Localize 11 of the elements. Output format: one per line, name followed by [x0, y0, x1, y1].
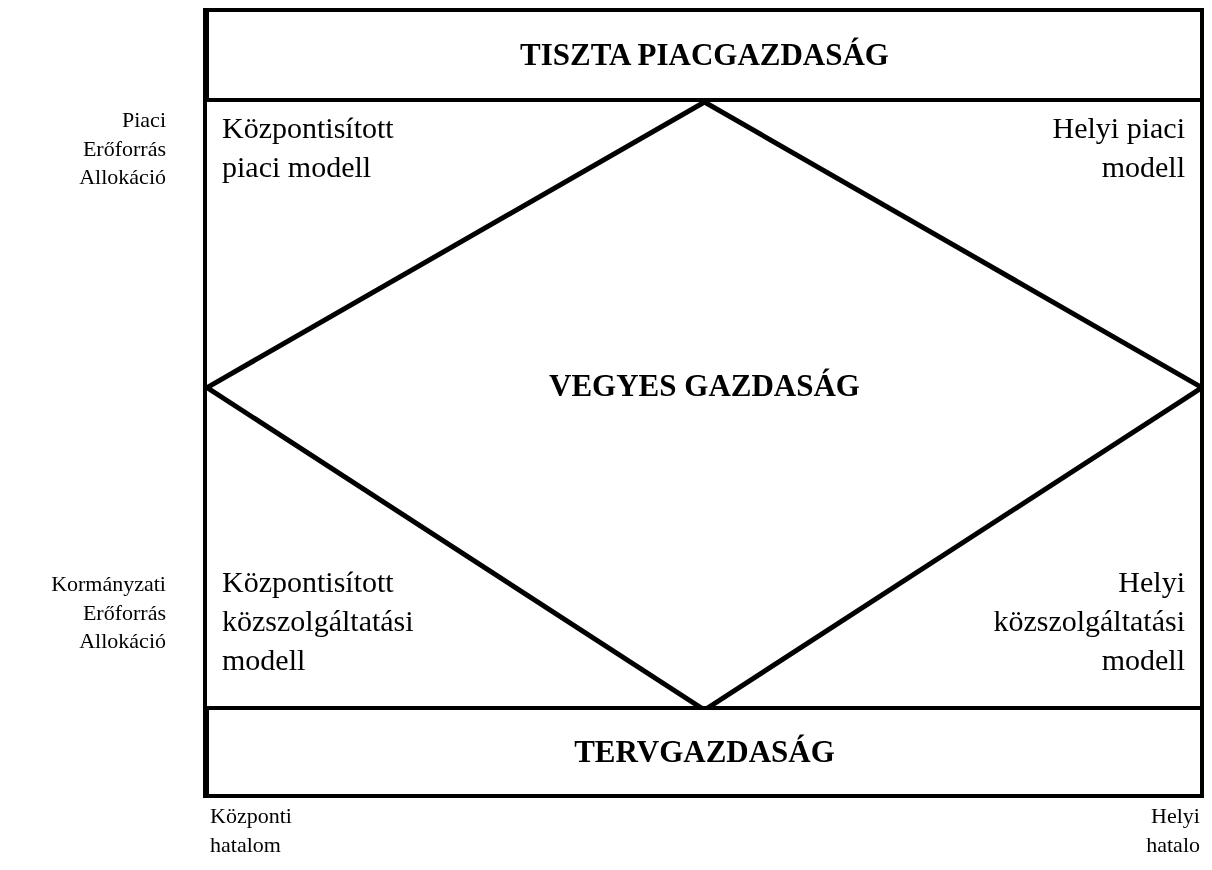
axis-label: Kormányzati Erőforrás Allokáció — [50, 570, 166, 656]
corner-label: Központisított közszolgáltatási modell — [222, 564, 415, 678]
band-heading: TERVGAZDASÁG — [574, 734, 835, 770]
band-heading: TISZTA PIACGAZDASÁG — [520, 37, 889, 73]
diamond-label: VEGYES GAZDASÁG — [549, 368, 860, 404]
corner-label: Központisított piaci modell — [222, 110, 395, 185]
corner-label: Helyi piaci modell — [1051, 110, 1185, 185]
axis-label: Központi hatalom — [210, 802, 293, 859]
corner-label: Helyi közszolgáltatási modell — [992, 564, 1185, 678]
axis-label: Piaci Erőforrás Allokáció — [78, 106, 166, 192]
axis-label: Helyi hatalo — [1145, 802, 1200, 859]
